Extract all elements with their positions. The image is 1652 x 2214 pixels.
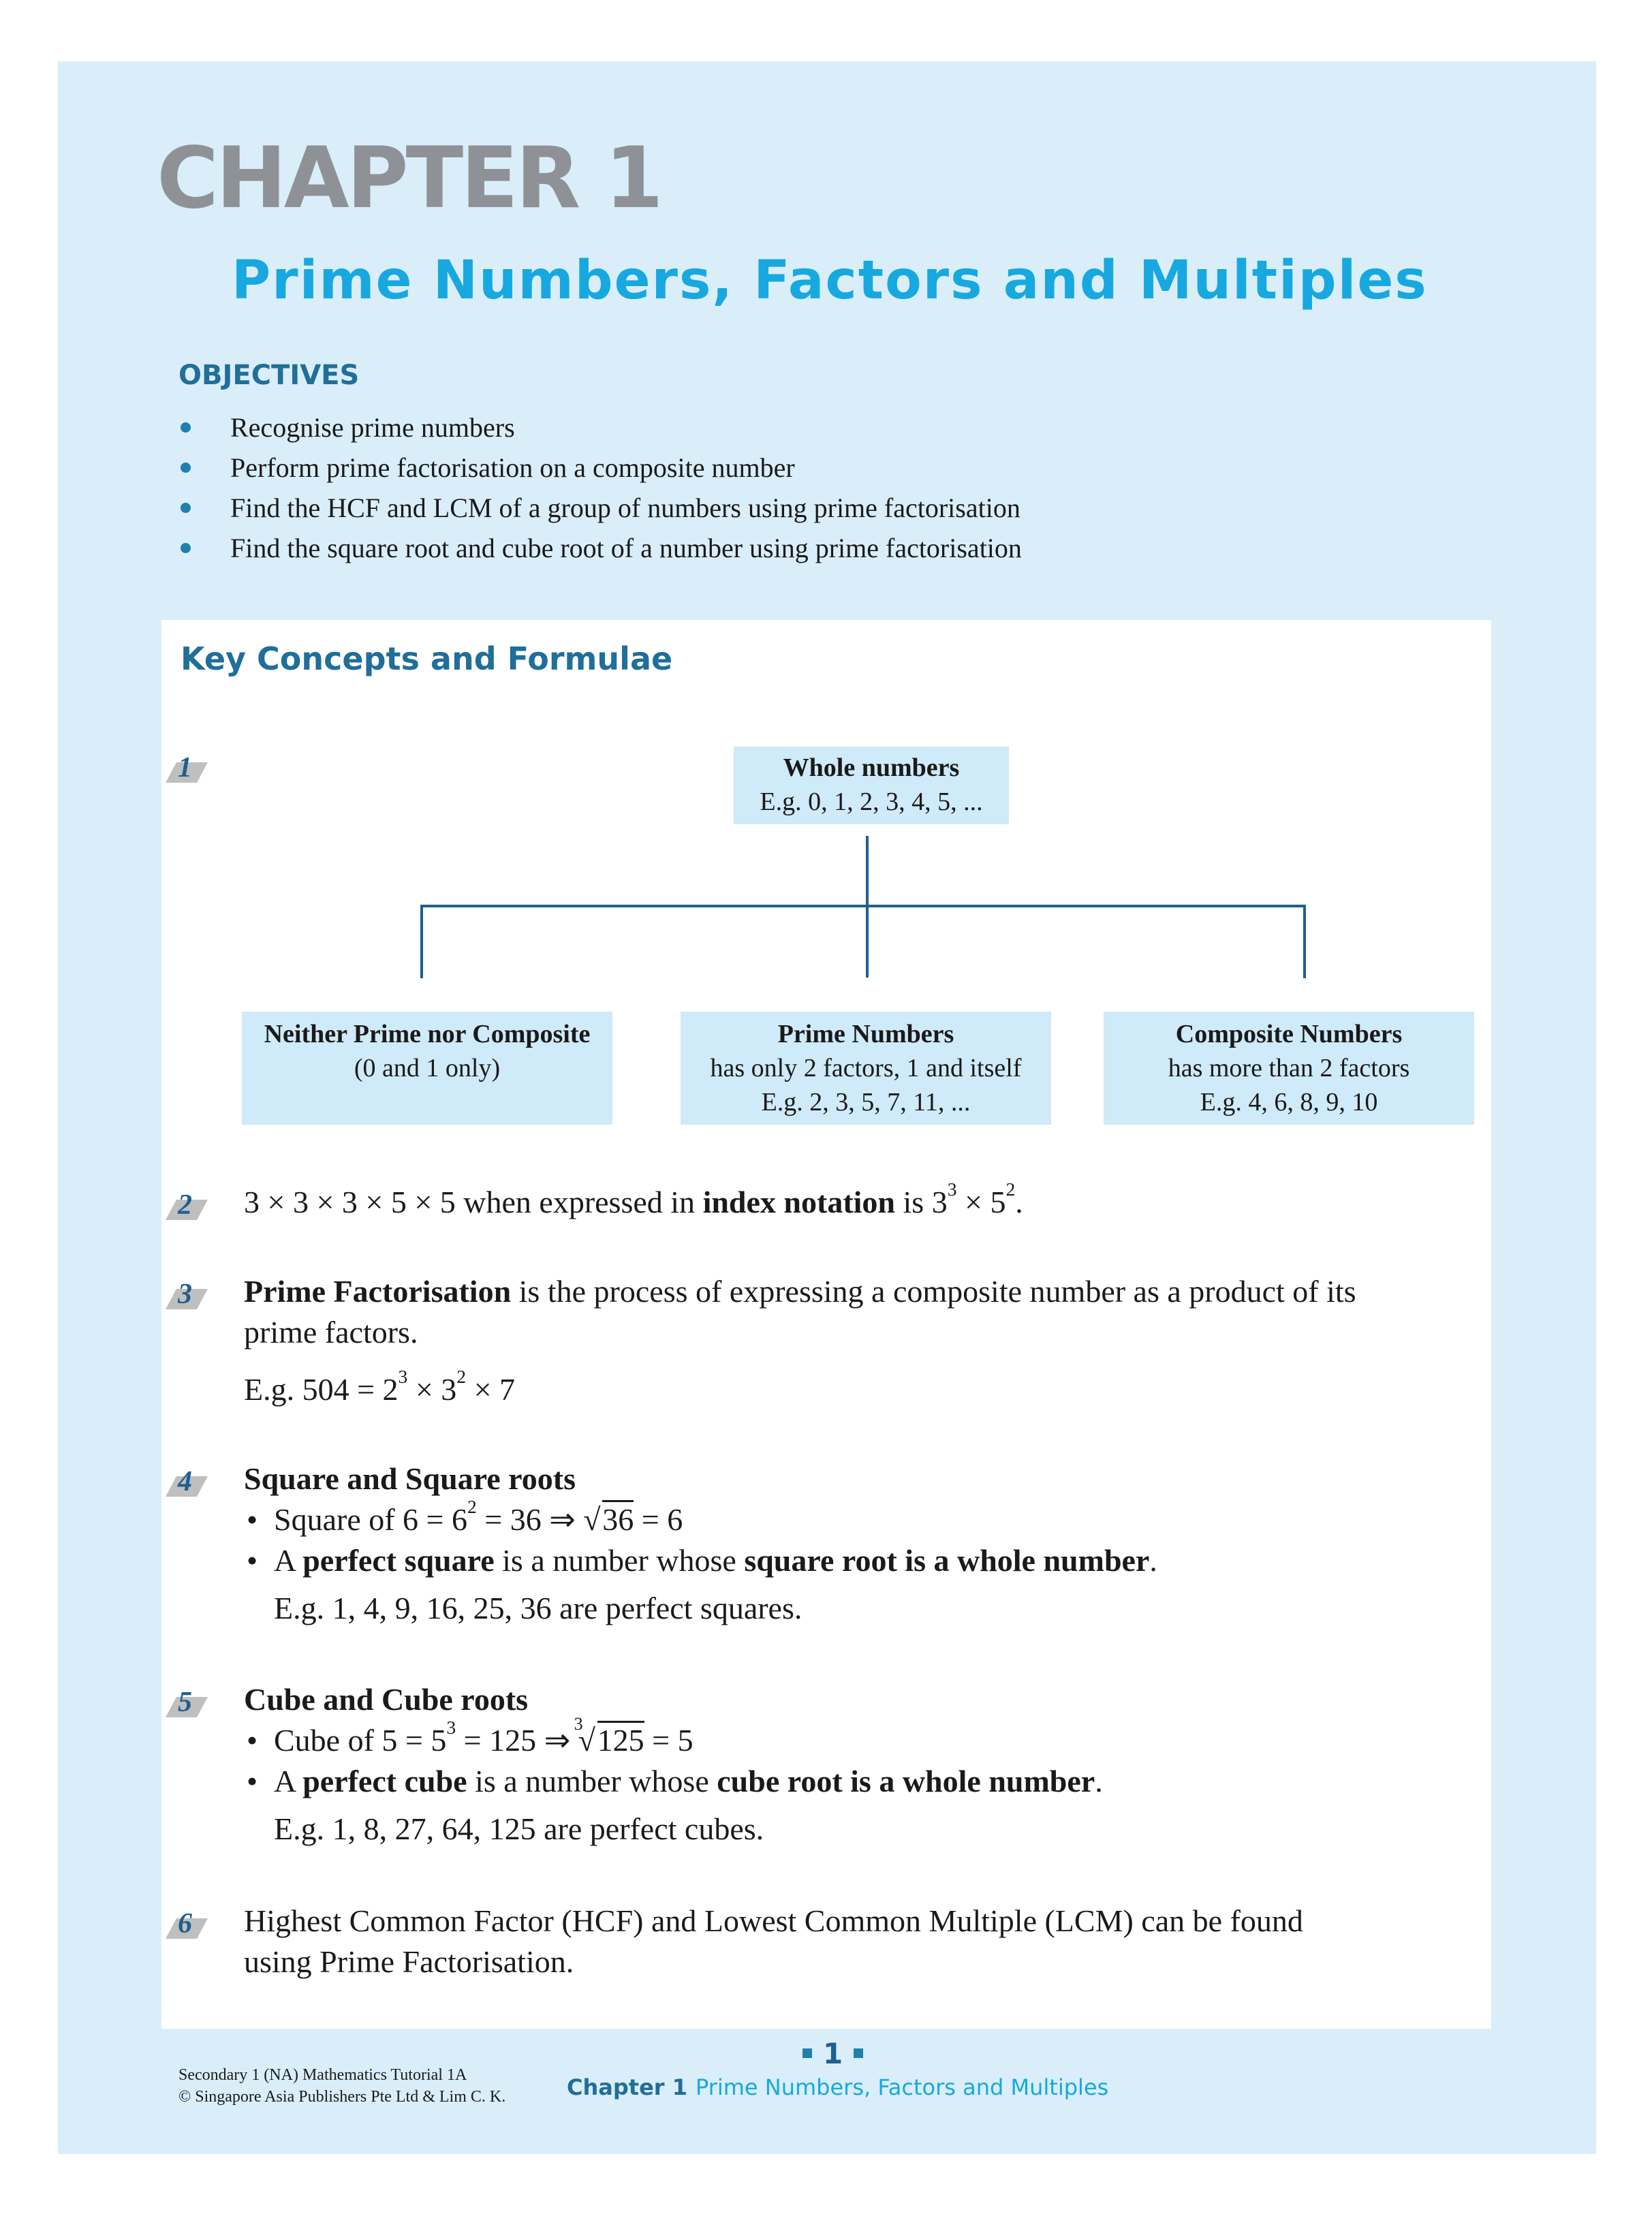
objective-item: Find the HCF and LCM of a group of numbe…	[178, 488, 1022, 528]
objectives-heading: OBJECTIVES	[178, 360, 360, 391]
tree-branch-line	[420, 905, 1306, 907]
square-icon	[854, 2048, 864, 2058]
bullet-icon	[181, 503, 191, 513]
index-notation-text: 3 × 3 × 3 × 5 × 5 when expressed in inde…	[244, 1179, 1023, 1219]
square-roots-title: Square and Square roots	[244, 1461, 576, 1496]
item-number-4: 4	[166, 1466, 208, 1497]
cube-root-symbol: 3√125	[574, 1714, 644, 1758]
composite-numbers-box: Composite Numbers has more than 2 factor…	[1104, 1012, 1474, 1125]
cube-example: E.g. 1, 8, 27, 64, 125 are perfect cubes…	[274, 1811, 764, 1846]
objective-item: Recognise prime numbers	[178, 407, 1022, 448]
prime-numbers-box: Prime Numbers has only 2 factors, 1 and …	[681, 1012, 1051, 1125]
key-concepts-heading: Key Concepts and Formulae	[181, 640, 673, 677]
hcf-lcm-text: Highest Common Factor (HCF) and Lowest C…	[244, 1903, 1303, 1938]
cube-bullet-1: •Cube of 5 = 53 = 125 ⇒ 3√125 = 5	[247, 1714, 693, 1761]
bullet-icon	[181, 543, 191, 553]
item-number-2: 2	[166, 1189, 208, 1221]
tree-left-line	[420, 905, 423, 978]
prime-factorisation-example: E.g. 504 = 23 × 32 × 7	[244, 1366, 516, 1407]
bullet-icon	[181, 422, 191, 433]
square-bullet-1: •Square of 6 = 62 = 36 ⇒ √36 = 6	[247, 1497, 683, 1540]
whole-numbers-box: Whole numbers E.g. 0, 1, 2, 3, 4, 5, ...	[734, 747, 1009, 824]
prime-factorisation-text-cont: prime factors.	[244, 1315, 418, 1350]
square-icon	[802, 2048, 812, 2058]
page-number: 1	[792, 2037, 874, 2070]
prime-factorisation-text: Prime Factorisation is the process of ex…	[244, 1274, 1356, 1309]
cube-bullet-2: •A perfect cube is a number whose cube r…	[247, 1764, 1103, 1798]
square-root-symbol: √36	[583, 1499, 634, 1540]
objective-item: Perform prime factorisation on a composi…	[178, 448, 1022, 488]
hcf-lcm-text-cont: using Prime Factorisation.	[244, 1944, 574, 1979]
item-number-1: 1	[166, 752, 208, 783]
chapter-heading: CHAPTER 1	[157, 129, 664, 228]
tree-right-line	[1303, 905, 1306, 978]
cube-roots-title: Cube and Cube roots	[244, 1682, 529, 1717]
item-number-5: 5	[166, 1687, 208, 1718]
item-number-6: 6	[166, 1908, 208, 1939]
key-concepts-card: Key Concepts and Formulae 1 Whole number…	[161, 620, 1491, 2029]
square-bullet-2: •A perfect square is a number whose squa…	[247, 1543, 1157, 1578]
chapter-title: Prime Numbers, Factors and Multiples	[232, 250, 1428, 311]
square-example: E.g. 1, 4, 9, 16, 25, 36 are perfect squ…	[274, 1591, 802, 1625]
footer-publisher: Secondary 1 (NA) Mathematics Tutorial 1A…	[178, 2066, 506, 2106]
objective-item: Find the square root and cube root of a …	[178, 528, 1022, 568]
neither-prime-box: Neither Prime nor Composite (0 and 1 onl…	[242, 1012, 612, 1125]
item-number-3: 3	[166, 1279, 208, 1310]
bullet-icon	[181, 463, 191, 473]
objectives-list: Recognise prime numbers Perform prime fa…	[178, 407, 1022, 568]
